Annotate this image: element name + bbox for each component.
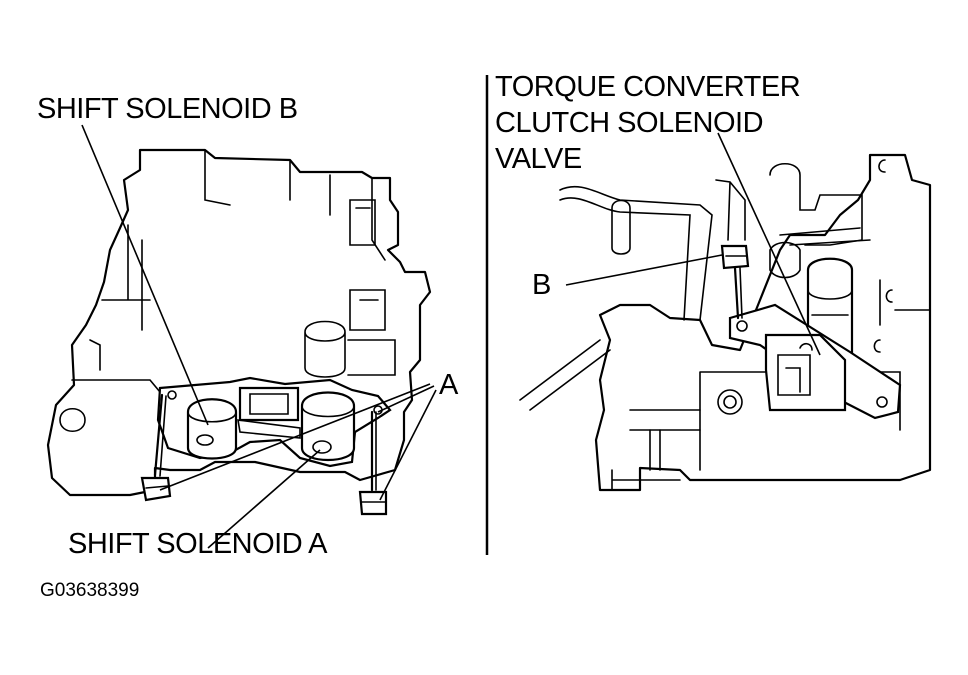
callout-b: B: [532, 269, 551, 301]
bolt-b: [720, 244, 750, 320]
label-tcc-line2: CLUTCH SOLENOID: [495, 107, 764, 139]
tcc-solenoid: [728, 257, 902, 420]
solenoid-assembly: [156, 376, 392, 468]
left-leader-lines: [81, 124, 437, 549]
label-shift-solenoid-b: SHIFT SOLENOID B: [37, 93, 298, 125]
left-valve-body: [46, 148, 432, 497]
right-valve-body: [519, 153, 932, 492]
figure-code: G03638399: [40, 580, 140, 601]
label-tcc-line3: VALVE: [495, 143, 582, 175]
label-shift-solenoid-a: SHIFT SOLENOID A: [68, 528, 327, 560]
callout-a: A: [439, 369, 458, 401]
right-leader-lines: [565, 132, 821, 356]
bolts-a: [140, 393, 388, 516]
label-tcc-line1: TORQUE CONVERTER: [495, 71, 801, 103]
